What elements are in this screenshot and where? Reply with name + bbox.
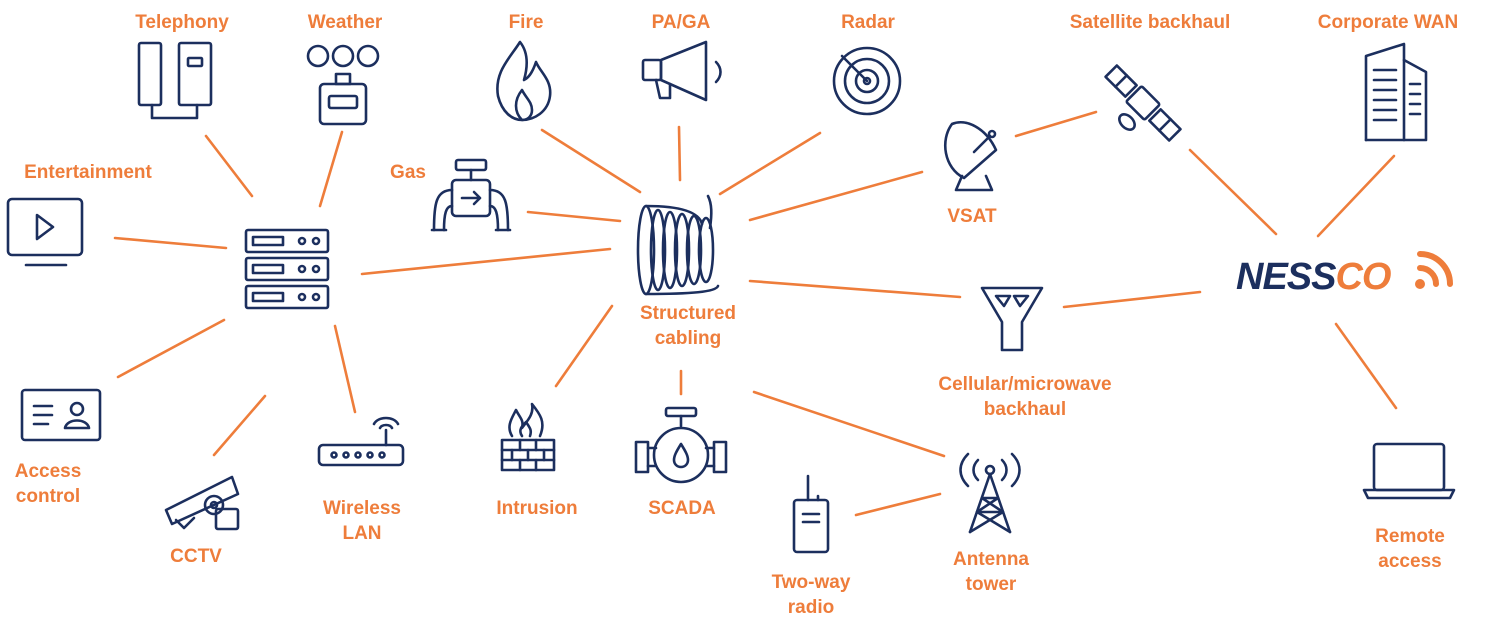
connector-cabling-cellular [748,279,962,299]
label-line: Telephony [135,12,229,33]
connector-server-wireless-lan [333,324,357,414]
gas-valve-icon [430,158,512,232]
connector-server-entertainment [113,236,228,250]
megaphone-icon [641,40,722,102]
label-line: access [1378,551,1442,572]
label-remote-access: Remote access [1375,524,1445,574]
label-access-control: Access control [15,459,82,509]
connector-nessco-remote [1334,322,1398,410]
label-line: cabling [654,328,722,349]
label-pa-ga: PA/GA [652,10,711,35]
office-building-icon [1364,42,1428,142]
label-corporate-wan: Corporate WAN [1318,10,1458,35]
server-rack-icon [244,228,330,310]
label-line: CCTV [170,546,222,567]
connector-cabling-pa-ga [677,125,682,182]
label-intrusion: Intrusion [496,496,577,521]
logo-text-ness: NESS [1236,256,1336,298]
label-two-way-radio: Two-way radio [772,570,851,620]
label-line: PA/GA [651,12,711,33]
connector-lines [113,110,1398,517]
connector-antenna-radio [854,492,942,517]
connector-vsat-satellite [1014,110,1098,138]
label-antenna-tower: Antenna tower [953,547,1029,597]
label-vsat: VSAT [947,204,996,229]
label-line: VSAT [947,206,997,227]
label-line: tower [965,574,1017,595]
label-line: Gas [390,162,426,183]
fire-icon [496,40,552,122]
connector-cabling-gas [526,210,622,223]
connector-server-weather [318,130,344,208]
label-structured-cabling: Structured cabling [640,301,736,351]
label-line: Satellite backhaul [1069,12,1231,33]
connector-cabling-antenna [752,390,946,458]
logo-text-co: CO [1335,256,1391,298]
label-radar: Radar [841,10,895,35]
label-line: Antenna [953,549,1029,570]
connector-cabling-fire [540,128,642,194]
walkie-talkie-icon [792,474,830,554]
label-line: Remote [1375,526,1445,547]
label-entertainment: Entertainment [24,160,152,185]
label-line: SCADA [648,498,716,519]
label-line: Weather [307,12,383,33]
telephone-icon [137,41,213,120]
label-fire: Fire [509,10,544,35]
connector-cabling-vsat [748,170,924,222]
label-line: Corporate WAN [1317,12,1459,33]
label-line: Wireless [323,498,401,519]
label-line: Radar [841,12,895,33]
signal-waves-icon [1415,251,1453,289]
label-line: Intrusion [496,498,578,519]
wifi-router-icon [317,416,405,467]
label-line: Structured [639,303,737,324]
connector-wan-nessco [1316,154,1396,238]
id-card-icon [20,388,102,442]
cable-coil-icon [636,194,720,296]
label-line: Access [14,461,82,482]
connector-cabling-radar [718,131,822,196]
weather-station-icon [306,44,380,126]
firewall-icon [500,402,556,472]
nessco-logo: NESSCO [1236,255,1391,299]
label-line: Two-way [771,572,851,593]
label-line: Cellular/microwave [938,374,1112,395]
label-cellular-microwave-backhaul: Cellular/microwave backhaul [938,372,1111,422]
connector-server-cabling [360,247,612,276]
label-satellite-backhaul: Satellite backhaul [1070,10,1231,35]
label-weather: Weather [308,10,383,35]
connector-server-cctv [212,394,267,457]
pipeline-valve-icon [634,406,728,484]
connector-server-access-control [116,318,226,379]
antenna-tower-icon [959,452,1021,534]
connector-cabling-intrusion [554,304,614,388]
label-telephony: Telephony [135,10,229,35]
label-scada: SCADA [648,496,716,521]
label-line: Entertainment [24,162,152,183]
label-cctv: CCTV [170,544,222,569]
connector-server-telephony [204,134,254,198]
label-line: LAN [342,523,382,544]
satellite-dish-icon [944,121,998,192]
label-line: control [15,486,81,507]
microwave-antenna-icon [980,286,1044,352]
label-line: radio [787,597,835,618]
connector-cellular-nessco [1062,290,1202,309]
label-line: backhaul [983,399,1067,420]
radar-icon [832,46,902,116]
cctv-camera-icon [164,475,240,531]
label-line: Fire [508,12,544,33]
label-gas: Gas [390,160,426,185]
connector-satellite-nessco [1188,148,1278,236]
tv-play-icon [6,197,84,267]
laptop-icon [1362,442,1456,500]
satellite-icon [1104,64,1182,142]
